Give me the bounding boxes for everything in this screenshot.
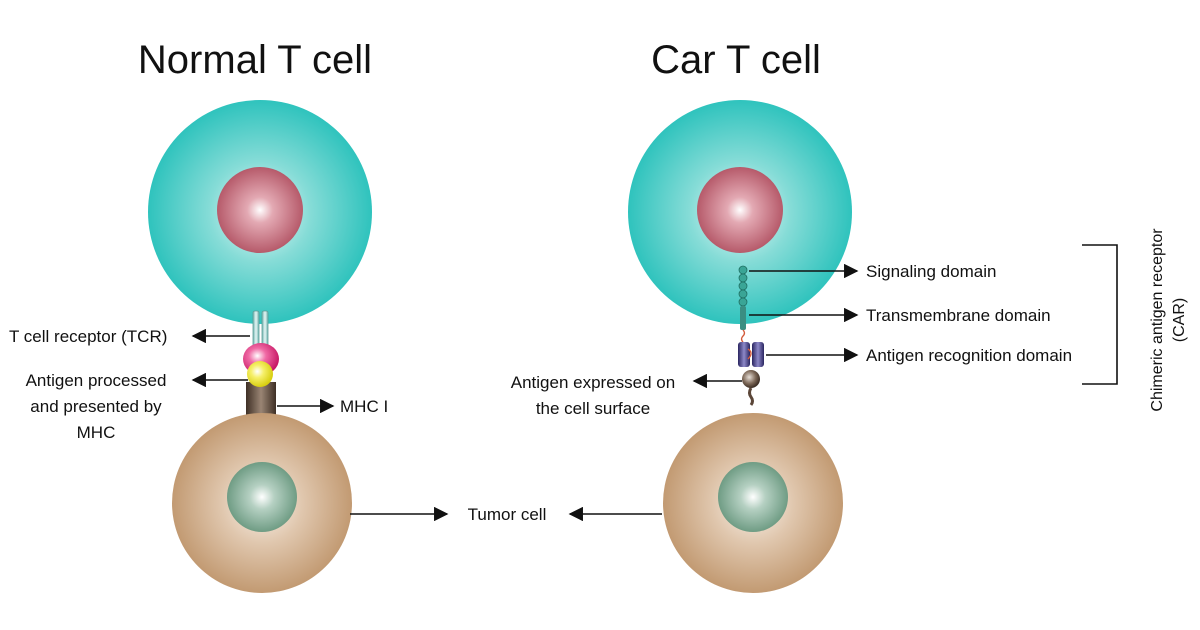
antigen-yellow-blob [247, 361, 273, 387]
label-antigen-line1: Antigen processed [26, 371, 167, 390]
normal-t-cell-nucleus [217, 167, 303, 253]
label-chimeric-line2: (CAR) [1171, 298, 1188, 342]
car-t-cell-nucleus [697, 167, 783, 253]
label-transmembrane-domain: Transmembrane domain [866, 306, 1051, 325]
title-normal-t-cell: Normal T cell [138, 38, 372, 82]
label-signaling-domain: Signaling domain [866, 262, 996, 281]
car-antigen-stalk [748, 387, 754, 406]
title-car-t-cell: Car T cell [651, 38, 821, 82]
car-antigen-recognition-domain [738, 342, 764, 367]
car-hinge [740, 329, 746, 343]
normal-tumor-cell-nucleus [227, 462, 297, 532]
normal-tumor-cell [172, 413, 352, 593]
label-tumor-cell: Tumor cell [468, 505, 547, 524]
label-antigen-line3: MHC [77, 423, 116, 442]
normal-t-cell [148, 100, 372, 324]
car-antigen-ball [742, 370, 760, 388]
bracket-label: Chimeric antigen receptor (CAR) [1149, 228, 1188, 412]
car-t-cell [628, 100, 852, 324]
label-chimeric-line1: Chimeric antigen receptor [1149, 228, 1166, 412]
label-antigen-expressed-line1: Antigen expressed on [511, 373, 675, 392]
label-antigen-expressed-line2: the cell surface [536, 399, 650, 418]
car-tumor-cell-nucleus [718, 462, 788, 532]
label-tcr: T cell receptor (TCR) [9, 327, 167, 346]
car-bracket [1082, 244, 1118, 385]
car-tumor-cell [663, 413, 843, 593]
label-antigen-line2: and presented by [30, 397, 162, 416]
label-antigen-recognition-domain: Antigen recognition domain [866, 346, 1072, 365]
label-mhc: MHC I [340, 397, 388, 416]
car-signaling-domain [738, 265, 748, 307]
car-transmembrane-domain [740, 306, 746, 330]
